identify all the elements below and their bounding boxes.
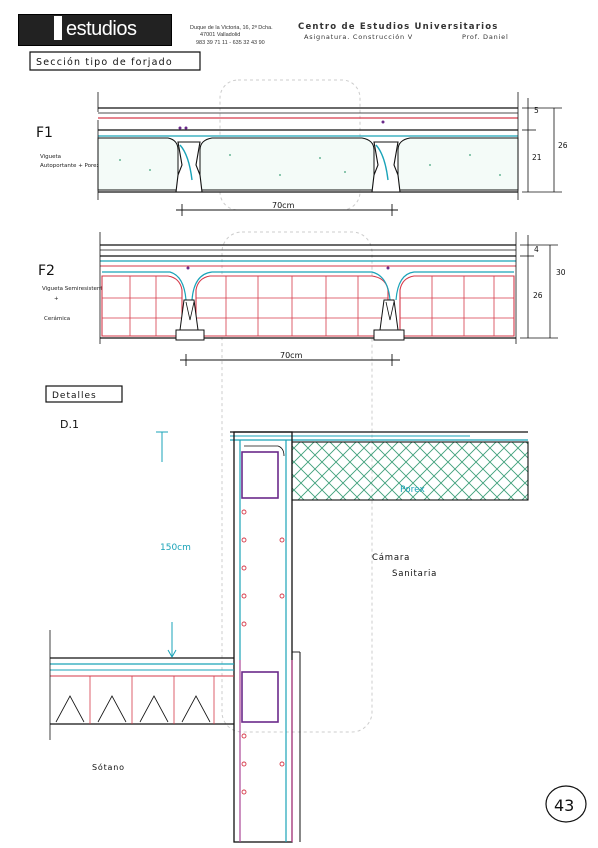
chamber-label-2: Sanitaria bbox=[392, 569, 437, 579]
f1-note-1: Vigueta bbox=[40, 154, 61, 160]
f2-note-plus: + bbox=[54, 296, 59, 302]
f2-note-2: Cerámica bbox=[44, 315, 70, 322]
f2-dim-top: 4 bbox=[534, 245, 539, 254]
section-title: Sección tipo de forjado bbox=[36, 57, 173, 68]
logo-box bbox=[18, 14, 172, 46]
f1-dim-total: 26 bbox=[558, 141, 568, 150]
details-title: Detalles bbox=[52, 391, 97, 401]
dim-150: 150cm bbox=[160, 543, 191, 553]
detail-d1: 150cm Porex Cámara Sanitaria bbox=[49, 431, 529, 843]
address-line-1: Duque de la Victoria, 16, 2ª Dcha. bbox=[190, 25, 273, 31]
f1-label: F1 bbox=[36, 125, 53, 141]
f1-note: Autoportante + Porex bbox=[40, 163, 100, 169]
logo-text: estudios bbox=[66, 18, 137, 40]
porex-label: Porex bbox=[400, 485, 425, 495]
f2-section: F2 Vigueta Semiresistente + Cerámica bbox=[38, 232, 566, 366]
center-title: Centro de Estudios Universitarios bbox=[298, 22, 499, 32]
f2-dim-mid: 26 bbox=[533, 291, 543, 300]
watermark-frame-main bbox=[221, 231, 373, 733]
d1-label: D.1 bbox=[60, 418, 79, 431]
details-header: Detalles D.1 bbox=[45, 385, 123, 431]
f2-note-1: Vigueta Semiresistente bbox=[42, 286, 107, 292]
logo-i-mark bbox=[54, 16, 62, 40]
f2-dim-total: 30 bbox=[556, 268, 566, 277]
subject-label: Asignatura. Construcción V bbox=[304, 33, 414, 41]
f1-span-dim: 70cm bbox=[272, 201, 295, 210]
f2-span-dim: 70cm bbox=[280, 351, 303, 360]
chamber-label-1: Cámara bbox=[372, 553, 410, 563]
address-line-2: 47001 Valladolid bbox=[200, 32, 241, 38]
professor-label: Prof. Daniel bbox=[462, 33, 509, 41]
page-number: 43 bbox=[554, 796, 574, 815]
f1-dim-top: 5 bbox=[534, 106, 539, 115]
address-line-3: 983 39 71 11 - 635 32 43 90 bbox=[196, 40, 265, 46]
section-title-box: Sección tipo de forjado bbox=[29, 51, 201, 71]
f1-section: F1 Vigueta Autoportante + Porex bbox=[36, 92, 568, 216]
f2-label: F2 bbox=[38, 263, 55, 279]
f1-dim-mid: 21 bbox=[532, 153, 542, 162]
page-number-badge: 43 bbox=[545, 785, 587, 823]
basement-label: Sótano bbox=[92, 762, 125, 772]
